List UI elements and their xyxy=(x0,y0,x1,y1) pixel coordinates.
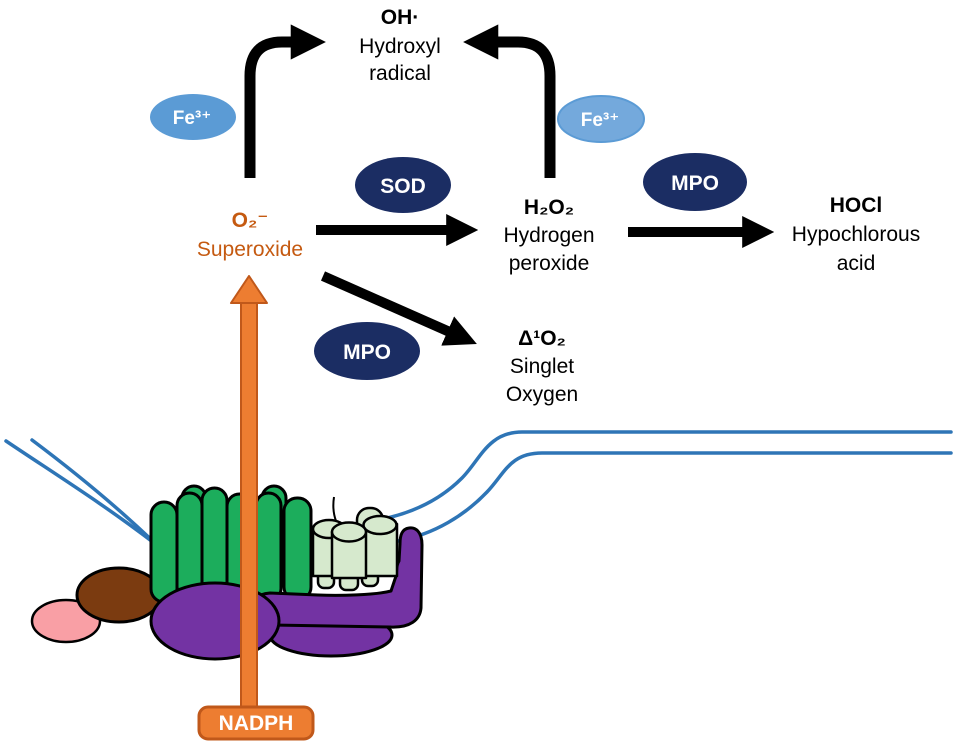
singlet-oxygen-label: Δ¹O₂ Singlet Oxygen xyxy=(506,327,578,406)
hydroxyl-name-line1: Hydroxyl xyxy=(359,35,441,58)
membrane-left-inner-line xyxy=(30,438,170,558)
superoxide-formula: O₂⁻ xyxy=(232,209,269,232)
hocl-name-line2: acid xyxy=(837,252,876,275)
nadph-oxidase-complex xyxy=(30,484,424,661)
green-cylinder-1 xyxy=(149,500,179,604)
hydroxyl-name-line2: radical xyxy=(369,62,431,85)
nadph-label-box: NADPH xyxy=(197,705,315,741)
mpo-top-badge: MPO xyxy=(643,153,747,211)
nadph-arrow-head xyxy=(230,275,268,304)
pale-green-subunit-cluster xyxy=(311,496,399,592)
mpo-top-label: MPO xyxy=(671,172,719,195)
hydroxyl-formula: OH· xyxy=(381,6,420,29)
antenna-line xyxy=(332,496,337,522)
nadph-box-shape xyxy=(197,705,315,741)
pale-cylinder-front-cap xyxy=(330,521,368,543)
arrow-superoxide-to-hydroxyl xyxy=(244,24,326,178)
mpo-top-ellipse xyxy=(643,153,747,211)
green-cylinder-5 xyxy=(254,491,283,603)
superoxide-label: O₂⁻ Superoxide xyxy=(197,209,303,261)
mpo-bottom-ellipse xyxy=(314,322,420,380)
membrane-right-outer-line xyxy=(370,430,953,523)
singlet-oxygen-name-line2: Oxygen xyxy=(506,383,578,406)
nadph-label: NADPH xyxy=(219,712,294,735)
green-cylinder-6 xyxy=(282,496,313,602)
nadph-arrow-shaft xyxy=(240,298,258,721)
hydrogen-peroxide-label: H₂O₂ Hydrogen peroxide xyxy=(503,196,594,275)
membrane-left-outer-line xyxy=(4,439,160,548)
brown-subunit xyxy=(75,566,163,624)
hocl-name-line1: Hypochlorous xyxy=(792,223,920,246)
superoxide-name: Superoxide xyxy=(197,238,303,261)
fe3-left-badge: Fe³⁺ xyxy=(150,94,236,140)
fe3-right-ellipse xyxy=(557,95,645,143)
membrane-right-inner-line xyxy=(396,451,953,543)
mpo-bottom-badge: MPO xyxy=(314,322,420,380)
h2o2-formula: H₂O₂ xyxy=(524,196,574,219)
fe3-right-badge: Fe³⁺ xyxy=(557,95,645,143)
pale-cylinder-right-cap xyxy=(362,514,398,536)
fe3-right-label: Fe³⁺ xyxy=(581,110,620,131)
singlet-oxygen-name-line1: Singlet xyxy=(510,355,574,378)
reaction-arrows xyxy=(244,24,775,346)
hydroxyl-radical-label: OH· Hydroxyl radical xyxy=(359,6,441,85)
sod-label: SOD xyxy=(380,175,426,198)
hypochlorous-acid-label: HOCl Hypochlorous acid xyxy=(792,194,920,275)
arrow-superoxide-to-singlet-oxygen xyxy=(320,271,477,346)
h2o2-name-line2: peroxide xyxy=(509,252,590,275)
fe3-left-label: Fe³⁺ xyxy=(173,108,212,129)
arrow-h2o2-to-hydroxyl xyxy=(463,24,556,178)
sod-badge: SOD xyxy=(355,157,451,213)
hocl-formula: HOCl xyxy=(830,194,883,217)
fe3-left-ellipse xyxy=(150,94,236,140)
purple-main-subunit xyxy=(149,581,281,661)
cell-membrane xyxy=(4,430,953,558)
mpo-bottom-label: MPO xyxy=(343,341,391,364)
sod-ellipse xyxy=(355,157,451,213)
singlet-oxygen-formula: Δ¹O₂ xyxy=(518,327,566,350)
h2o2-name-line1: Hydrogen xyxy=(503,224,594,247)
